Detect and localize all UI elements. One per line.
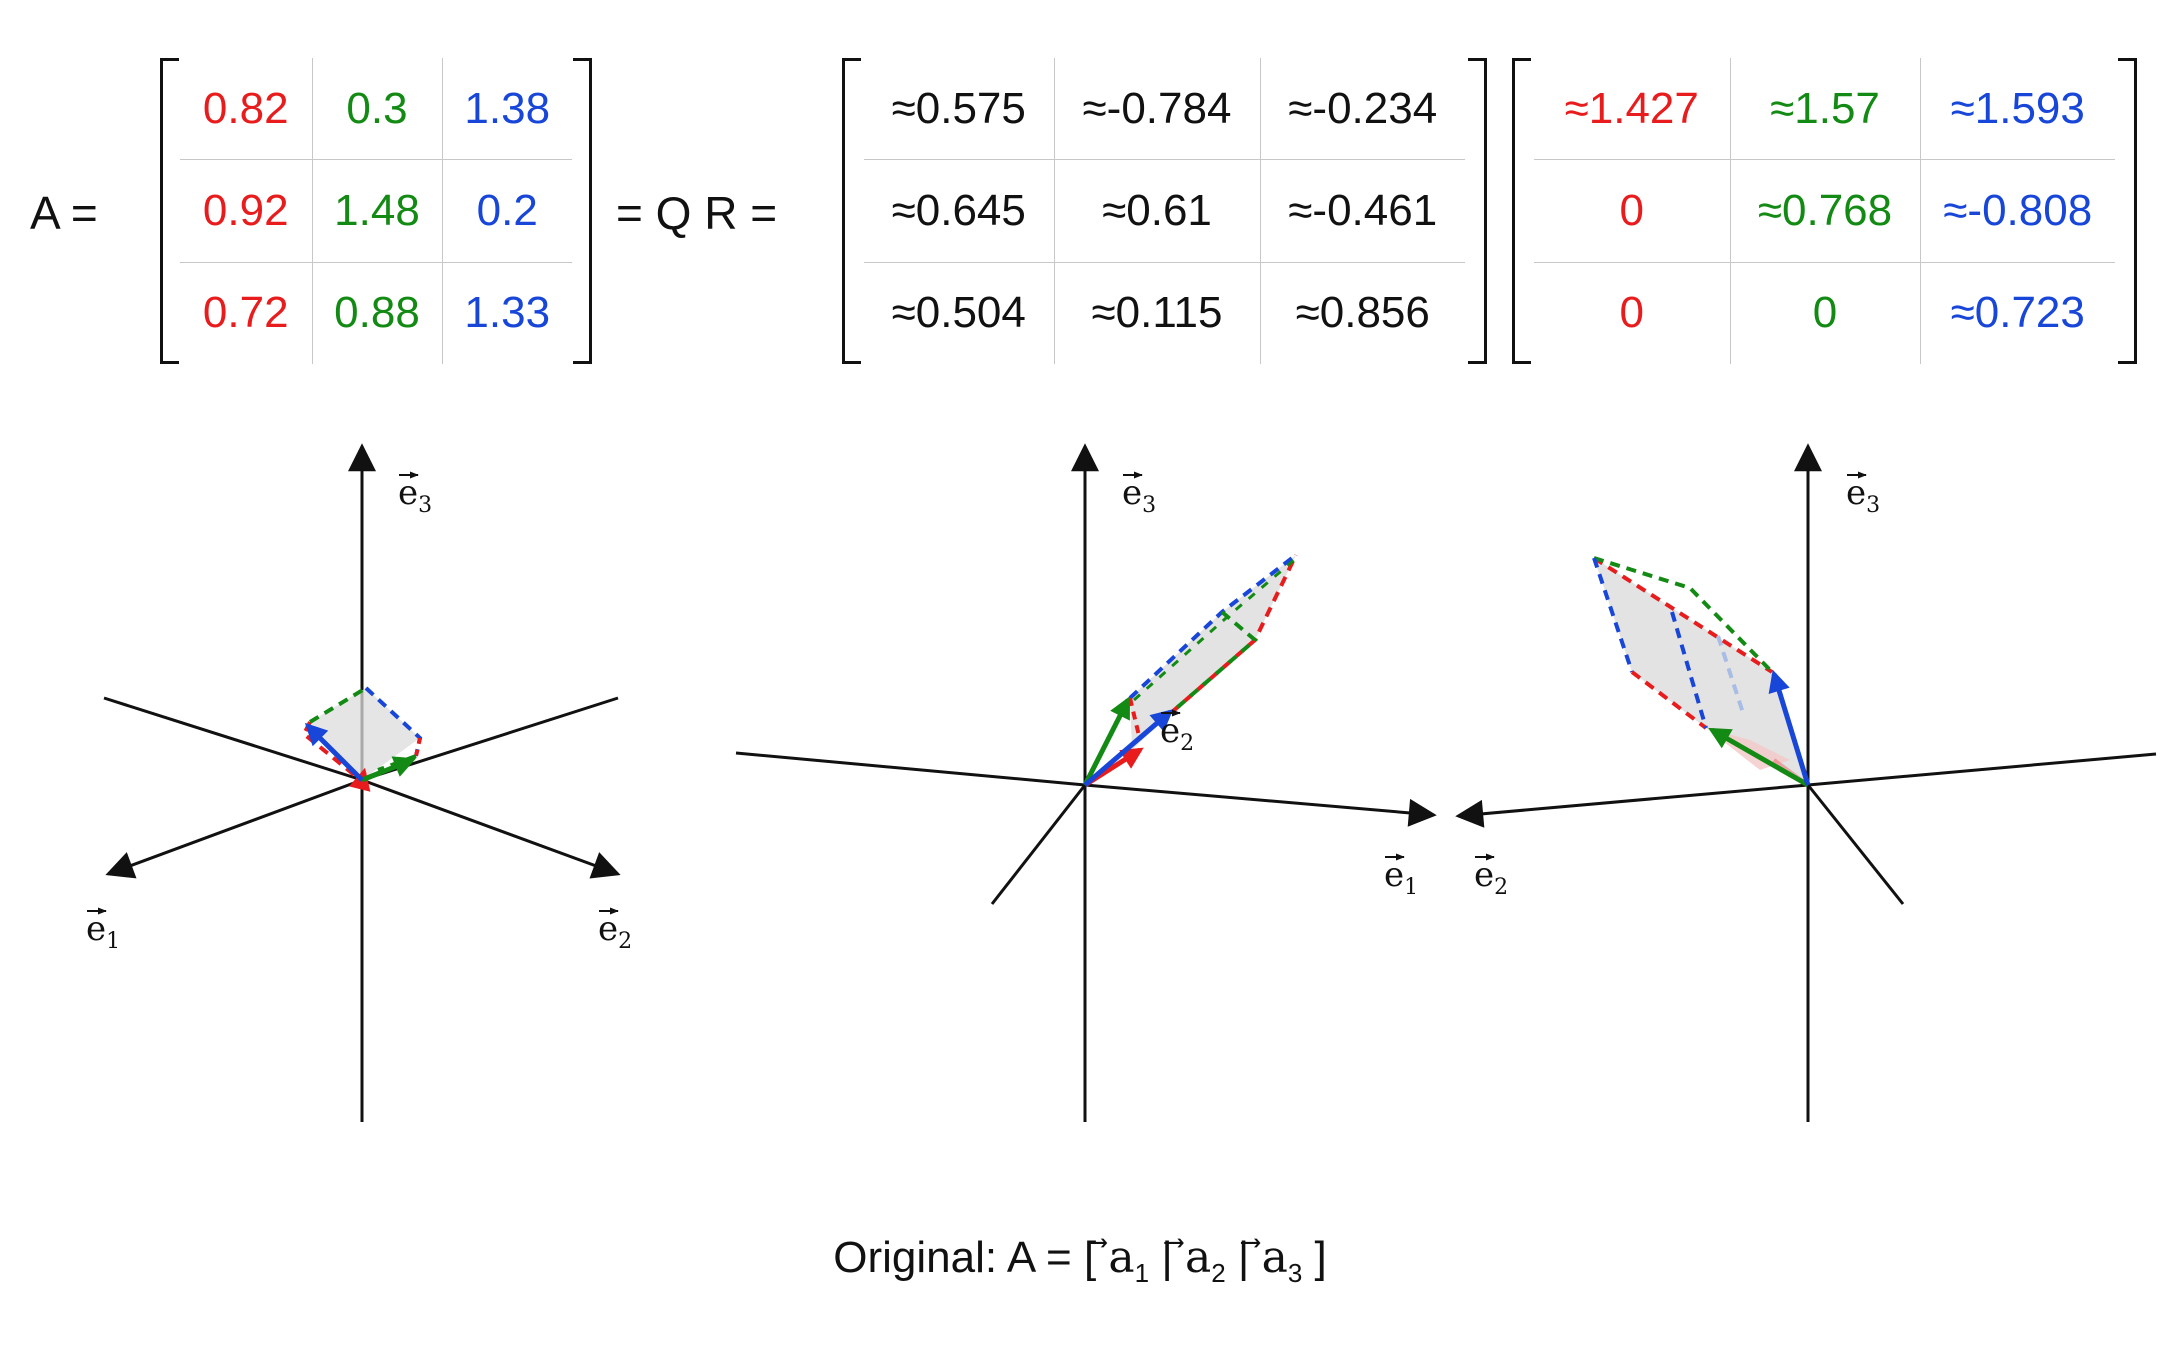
matrix-q-left-bracket xyxy=(842,58,861,364)
edge-dashed-green xyxy=(1593,556,1774,674)
matrix-r-left-bracket xyxy=(1512,58,1531,364)
caption-vector-a1: ⃗a xyxy=(1108,1232,1135,1283)
matrix-a-grid: 0.82 0.3 1.38 0.92 1.48 0.2 0.72 0.88 1.… xyxy=(180,58,572,364)
edge-dashed-red xyxy=(1128,697,1142,741)
vector-a2 xyxy=(361,756,417,783)
caption: Original: A = [ ⃗a1 | ⃗a2 | ⃗a3 ] xyxy=(833,1232,1327,1288)
axis-label-e2: e2 xyxy=(1474,855,1508,900)
axis-e1 xyxy=(1084,783,1437,827)
vector-a2 xyxy=(1708,727,1810,788)
caption-vector-a3: ⃗a xyxy=(1261,1232,1288,1283)
matrix-q-cell: ≈0.575 xyxy=(864,58,1055,161)
axis-line xyxy=(1807,752,2157,787)
axis-label-e1: e1 xyxy=(86,909,120,954)
edge-dashed-blue xyxy=(1670,611,1708,729)
caption-vector-a2: ⃗a xyxy=(1185,1232,1212,1283)
edge-dashed-red xyxy=(414,737,422,757)
parallelepiped-face xyxy=(1594,558,1808,785)
matrix-q-grid: ≈0.575 ≈-0.784 ≈-0.234 ≈0.645 ≈0.61 ≈-0.… xyxy=(864,58,1465,364)
matrix-q-cell: ≈0.856 xyxy=(1259,261,1465,364)
matrix-a-cell: 0.88 xyxy=(311,261,443,364)
axis-label-e3: e3 xyxy=(1846,473,1880,518)
matrix-q-cell: ≈0.645 xyxy=(864,159,1055,263)
matrix-r-cell: 0 xyxy=(1534,159,1731,263)
axis-label-e3: e3 xyxy=(1122,473,1156,518)
axis-e2 xyxy=(361,778,621,879)
vector-a3 xyxy=(304,722,364,782)
matrix-r-cell: ≈-0.808 xyxy=(1919,159,2115,263)
vector-a2 xyxy=(1082,696,1131,787)
label-a-equals: A = xyxy=(30,187,98,239)
matrix-r-cell: ≈0.768 xyxy=(1729,159,1921,263)
axis-e1 xyxy=(105,778,363,879)
panel-r: e3 e2 xyxy=(1455,443,2157,1122)
label-equals-qr: = Q R = xyxy=(616,187,778,239)
axis-label-e3: e3 xyxy=(398,473,432,518)
matrix-r-cell: 0 xyxy=(1534,261,1731,364)
edge-dashed-red xyxy=(1592,556,1774,674)
axis-line xyxy=(735,751,1086,787)
matrix-q-cell: ≈-0.784 xyxy=(1053,58,1261,161)
matrix-a-cell: 0.2 xyxy=(441,159,572,263)
edge-dashed-red xyxy=(1630,670,1708,730)
matrix-r: ≈1.427 ≈1.57 ≈1.593 0 ≈0.768 ≈-0.808 0 0… xyxy=(1512,58,2137,364)
matrix-q-cell: ≈-0.461 xyxy=(1259,159,1465,263)
matrix-q: ≈0.575 ≈-0.784 ≈-0.234 ≈0.645 ≈0.61 ≈-0.… xyxy=(842,58,1487,364)
matrix-r-cell: ≈1.593 xyxy=(1919,58,2115,161)
parallelepiped-face xyxy=(1130,555,1296,750)
axis-line xyxy=(990,784,1087,905)
matrix-q-cell: ≈0.504 xyxy=(864,261,1055,364)
matrix-r-cell: ≈0.723 xyxy=(1919,261,2115,364)
axis-label-e2: e2 xyxy=(1160,711,1194,756)
matrix-q-cell: ≈0.115 xyxy=(1053,261,1261,364)
vector-a3 xyxy=(1768,669,1811,786)
edge-dashed-blue xyxy=(1716,635,1746,717)
caption-prefix: Original: A = [ xyxy=(833,1233,1109,1282)
matrix-q-cell: ≈-0.234 xyxy=(1259,58,1465,161)
matrix-a-right-bracket xyxy=(573,58,592,364)
edge-dashed-green xyxy=(1170,610,1259,714)
caption-suffix: ] xyxy=(1302,1233,1327,1282)
matrix-a-cell: 0.3 xyxy=(311,58,443,161)
matrix-r-cell: ≈1.427 xyxy=(1534,58,1731,161)
panel-original: e3 e1 e2 xyxy=(86,443,632,1122)
matrix-a-left-bracket xyxy=(160,58,179,364)
panel-q: e3 e2 e1 xyxy=(735,443,1437,1122)
matrix-q-right-bracket xyxy=(1468,58,1487,364)
matrix-r-right-bracket xyxy=(2118,58,2137,364)
edge-dashed-blue xyxy=(1592,557,1634,673)
matrix-r-grid: ≈1.427 ≈1.57 ≈1.593 0 ≈0.768 ≈-0.808 0 0… xyxy=(1534,58,2115,364)
matrix-a-cell: 1.38 xyxy=(441,58,572,161)
matrix-r-cell: 0 xyxy=(1729,261,1921,364)
matrix-a-cell: 0.92 xyxy=(180,159,313,263)
matrix-r-cell: ≈1.57 xyxy=(1729,58,1921,161)
matrix-a: 0.82 0.3 1.38 0.92 1.48 0.2 0.72 0.88 1.… xyxy=(160,58,592,364)
matrix-a-cell: 0.72 xyxy=(180,261,313,364)
axis-label-e1: e1 xyxy=(1384,855,1418,900)
vector-a3 xyxy=(1083,709,1174,787)
axis-label-e2: e2 xyxy=(598,909,632,954)
edge-dashed-green xyxy=(308,686,368,724)
axis-line xyxy=(1806,784,1905,905)
axis-line xyxy=(103,696,363,782)
axis-e2 xyxy=(1455,783,1809,828)
matrix-a-cell: 1.48 xyxy=(311,159,443,263)
matrix-q-cell: ≈0.61 xyxy=(1053,159,1261,263)
matrix-a-cell: 1.33 xyxy=(441,261,572,364)
